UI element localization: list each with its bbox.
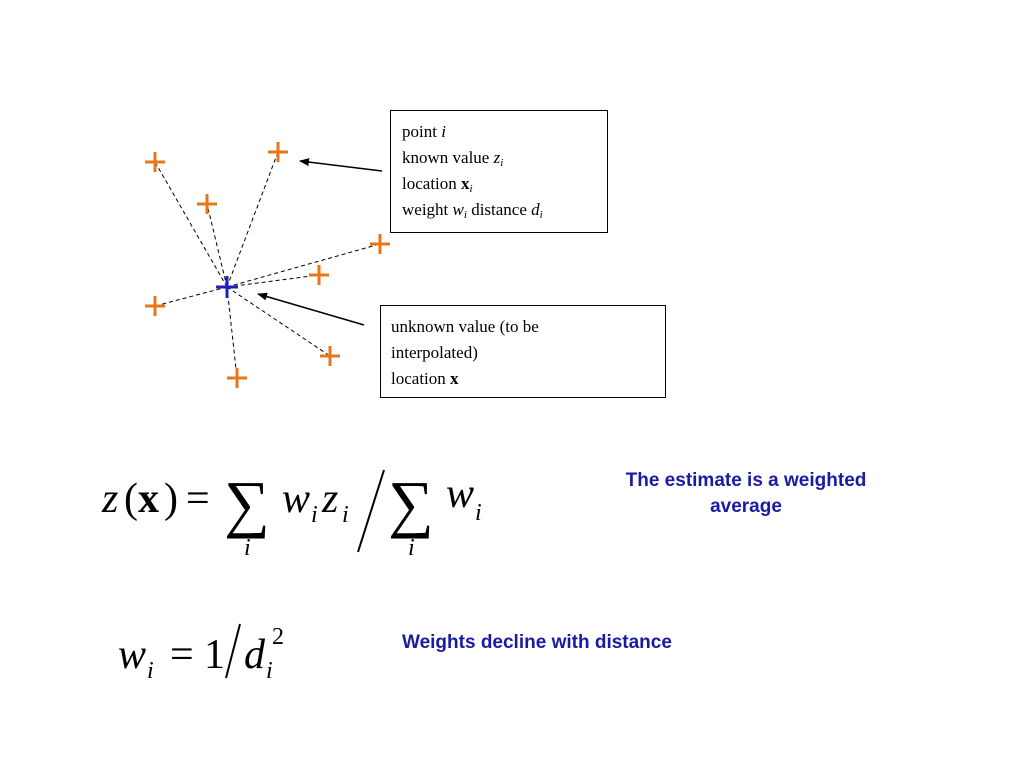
formula1-open: (: [124, 476, 138, 522]
distance-line-4: [226, 243, 381, 288]
known-point-marker-6: [145, 296, 165, 316]
box-point-line-1: point i: [402, 122, 446, 141]
box-point-line-4: weight wi distance di: [402, 200, 543, 221]
box-point-line-3: location xi: [402, 174, 473, 195]
weighted-average-caption: The estimate is a weighted average: [625, 470, 867, 517]
box-unknown-line-1: unknown value (to be: [391, 317, 539, 336]
formula1-zi: z: [321, 476, 338, 522]
formula1-w2-sub: i: [475, 500, 482, 526]
formula1-close: ): [164, 476, 178, 522]
distance-line-2: [226, 151, 279, 288]
formula1-sum1-index: i: [244, 535, 251, 561]
formula2-eq: =: [170, 632, 194, 678]
formula2-w-sub: i: [147, 658, 154, 684]
formula-inverse-distance-weight: w i = 1 d i 2: [118, 623, 284, 684]
formula1-sum1: ∑: [224, 468, 270, 539]
known-point-marker-1: [145, 152, 165, 172]
arrow-to-known-point: [299, 158, 383, 172]
formula1-x: x: [138, 476, 159, 522]
formula1-sum2-index: i: [408, 535, 415, 561]
known-point-marker-5: [309, 265, 329, 285]
known-point-marker-4: [370, 234, 390, 254]
formula1-w-sub: i: [311, 502, 318, 528]
formula1-z: z: [101, 476, 118, 522]
distance-line-1: [154, 161, 228, 288]
box-point-line-2: known value zi: [402, 148, 504, 169]
formula2-division-slash: [225, 623, 241, 679]
distance-lines: [154, 151, 381, 379]
unknown-point-marker: [216, 276, 238, 298]
formula2-w: w: [118, 632, 146, 678]
arrow-to-unknown-point: [257, 292, 365, 326]
weights-decline-caption: Weights decline with distance: [402, 632, 672, 653]
formula1-w2: w: [446, 471, 474, 517]
unknown-point-label-box: unknown value (to be interpolated) locat…: [380, 305, 666, 398]
distance-line-8: [226, 286, 238, 379]
distance-line-7: [226, 286, 331, 357]
known-point-marker-8: [227, 368, 247, 388]
formula2-d-sub: i: [266, 658, 273, 684]
known-point-marker-2: [268, 142, 288, 162]
known-point-label-box: point i known value zi location xi weigh…: [390, 110, 608, 233]
distance-line-3: [206, 203, 228, 288]
box-unknown-line-3: location x: [391, 369, 459, 388]
known-point-marker-3: [197, 194, 217, 214]
formula2-d: d: [244, 632, 266, 678]
formula1-division-slash: [357, 469, 385, 553]
formula1-w: w: [282, 476, 310, 522]
formula2-d-exp: 2: [272, 624, 284, 650]
distance-line-6: [154, 286, 228, 307]
formula1-sum2: ∑: [388, 468, 434, 539]
formula-weighted-average: z ( x ) = ∑ i w i z i ∑ i w i: [101, 468, 482, 561]
formula1-eq: =: [186, 476, 210, 522]
known-point-marker-7: [320, 346, 340, 366]
box-unknown-line-2: interpolated): [391, 343, 478, 362]
known-points: [145, 142, 390, 388]
formula2-one: 1: [204, 632, 225, 678]
distance-line-5: [226, 274, 320, 288]
formula1-zi-sub: i: [342, 502, 349, 528]
